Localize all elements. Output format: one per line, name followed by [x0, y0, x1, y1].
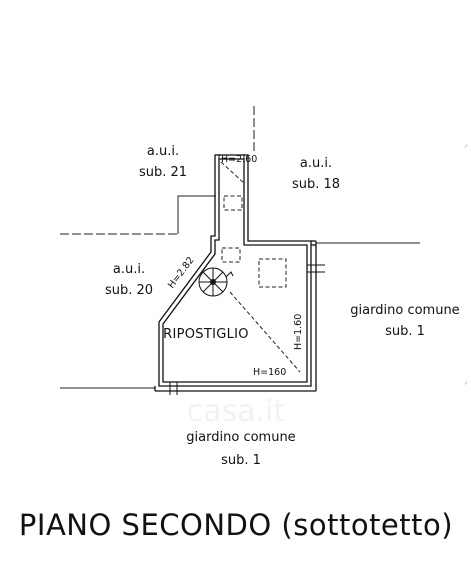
label-sub18-line1: a.u.i. — [299, 156, 333, 171]
sub21-edge — [177, 195, 216, 234]
dimension-bracket — [218, 154, 245, 166]
label-garden-right-line1: giardino comune — [350, 303, 460, 318]
hatch-2 — [221, 247, 241, 263]
room-walls — [154, 154, 317, 392]
dimension-bottom: H=160 — [253, 367, 287, 378]
room-name: RIPOSTIGLIO — [163, 327, 249, 342]
plan-title: PIANO SECONDO (sottotetto) — [18, 508, 454, 542]
label-garden-bottom: giardino comune sub. 1 — [186, 430, 295, 469]
slope-line-diagonal — [229, 291, 301, 373]
label-sub18-line2: sub. 18 — [291, 177, 341, 192]
dimension-right: H=1.60 — [293, 313, 304, 350]
openings — [169, 264, 325, 395]
label-garden-bottom-line2: sub. 1 — [221, 453, 261, 468]
label-sub21-line1: a.u.i. — [146, 144, 180, 159]
label-sub18: a.u.i. sub. 18 — [292, 156, 340, 193]
wall-inner — [162, 158, 308, 383]
label-sub21: a.u.i. sub. 21 — [139, 144, 187, 181]
hatch-1 — [223, 195, 243, 211]
slope-line-top — [220, 161, 246, 185]
dimension-top: H=2.60 — [221, 154, 258, 165]
edge-mark-upper: ⸝ — [464, 140, 468, 149]
label-garden-bottom-line1: giardino comune — [186, 430, 296, 445]
wall-outer — [158, 154, 312, 387]
neighbour-solid-edges — [60, 195, 420, 389]
label-sub20-line2: sub. 20 — [104, 283, 154, 298]
watermark: casa.it — [186, 394, 286, 429]
hatch-3 — [258, 258, 287, 288]
spiral-staircase-icon — [198, 267, 234, 297]
label-sub20: a.u.i. sub. 20 — [105, 262, 153, 299]
edge-mark-lower: ⸝ — [464, 377, 468, 386]
property-boundaries — [60, 106, 255, 235]
label-sub20-line1: a.u.i. — [112, 262, 146, 277]
label-garden-right: giardino comune sub. 1 — [350, 303, 459, 340]
label-garden-right-line2: sub. 1 — [385, 324, 425, 339]
roof-outlines — [220, 161, 301, 373]
label-sub21-line2: sub. 21 — [138, 165, 188, 180]
